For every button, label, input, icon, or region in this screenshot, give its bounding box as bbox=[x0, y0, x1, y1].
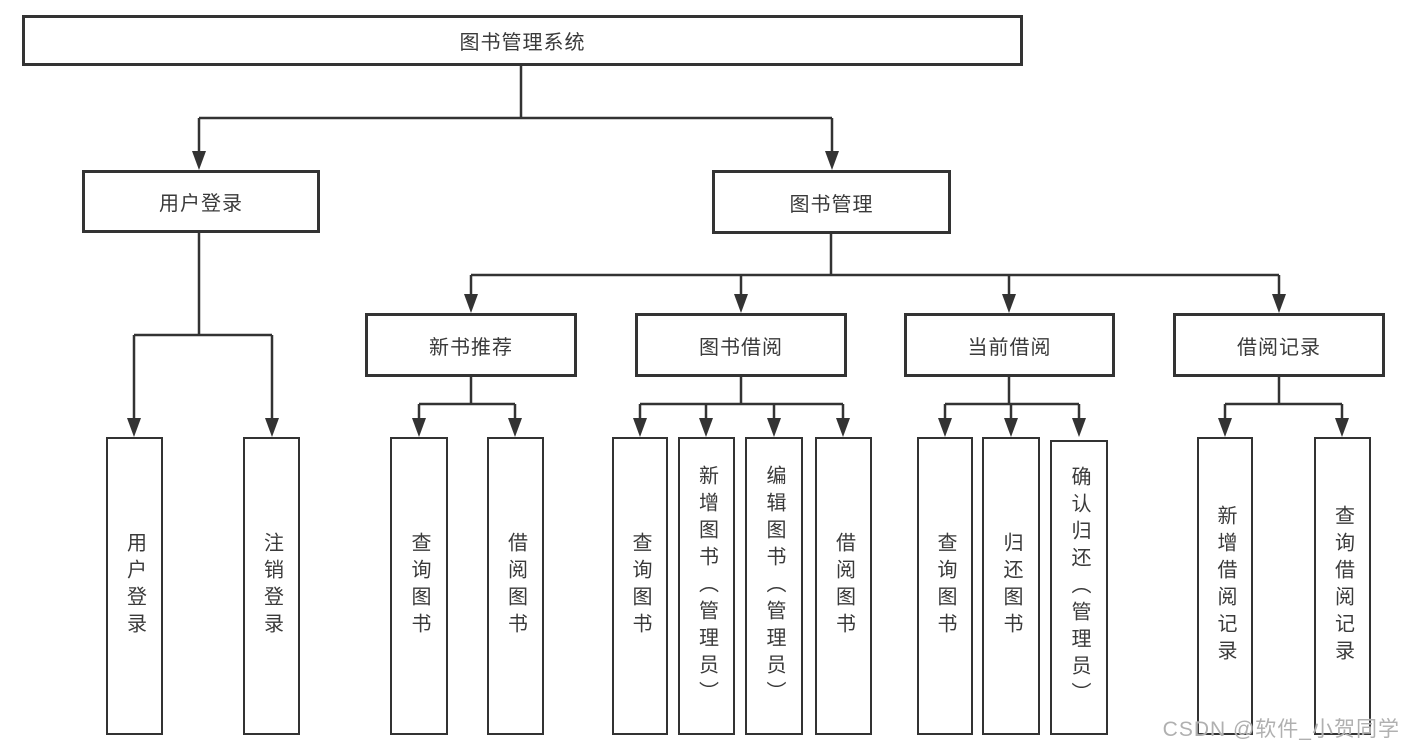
node-leaf-nbr-borrow-books: 借阅图书 bbox=[487, 437, 544, 735]
node-leaf-cb-query-books: 查询图书 bbox=[917, 437, 973, 735]
node-leaf-user-login: 用户登录 bbox=[106, 437, 163, 735]
node-new-book-recommend: 新书推荐 bbox=[365, 313, 577, 377]
node-leaf-cb-return-books: 归还图书 bbox=[982, 437, 1040, 735]
node-leaf-cb-confirm-return: 确认归还（管理员） bbox=[1050, 440, 1108, 735]
node-leaf-bb-edit-books: 编辑图书（管理员） bbox=[745, 437, 803, 735]
csdn-watermark: CSDN @软件_小贺同学 bbox=[1162, 718, 1400, 741]
node-leaf-bb-query-books: 查询图书 bbox=[612, 437, 668, 735]
node-borrowing-records: 借阅记录 bbox=[1173, 313, 1385, 377]
node-leaf-br-query-record: 查询借阅记录 bbox=[1314, 437, 1371, 735]
node-user-login: 用户登录 bbox=[82, 170, 320, 233]
node-book-borrowing: 图书借阅 bbox=[635, 313, 847, 377]
node-current-borrowing: 当前借阅 bbox=[904, 313, 1115, 377]
node-leaf-nbr-query-books: 查询图书 bbox=[390, 437, 448, 735]
node-leaf-logout: 注销登录 bbox=[243, 437, 300, 735]
node-leaf-br-add-record: 新增借阅记录 bbox=[1197, 437, 1253, 735]
node-system-root: 图书管理系统 bbox=[22, 15, 1023, 66]
node-leaf-bb-add-books: 新增图书（管理员） bbox=[678, 437, 735, 735]
node-book-management: 图书管理 bbox=[712, 170, 951, 234]
node-leaf-bb-borrow-books: 借阅图书 bbox=[815, 437, 872, 735]
